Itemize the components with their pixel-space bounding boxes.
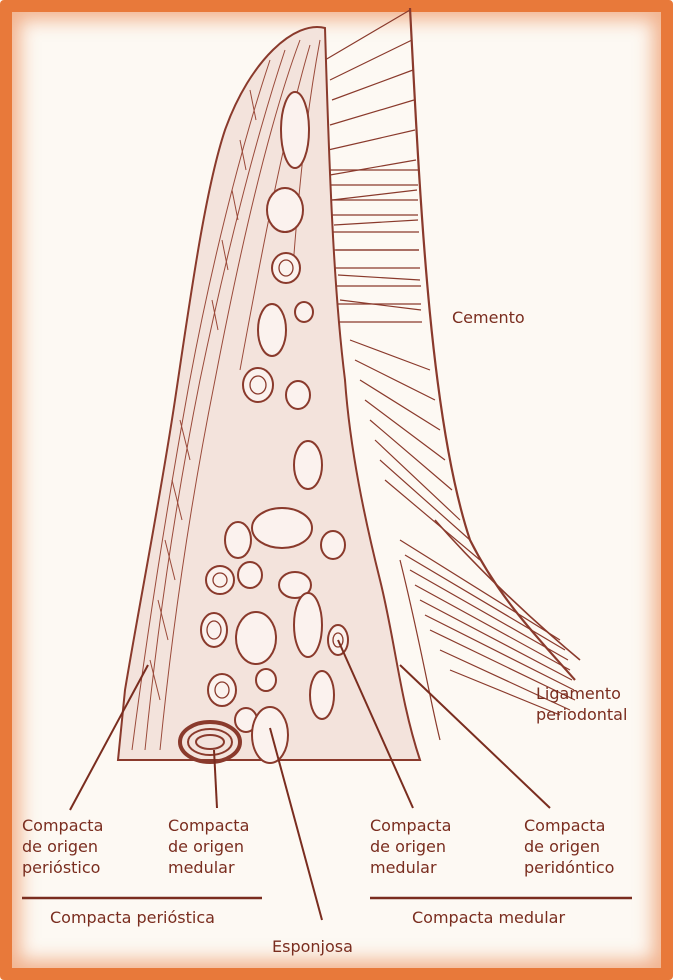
label-cemento: Cemento [452, 307, 525, 328]
leader-peridontic [400, 665, 550, 808]
label-ligamento-periodontal: Ligamento periodontal [536, 683, 627, 725]
label-esponjosa: Esponjosa [272, 936, 353, 957]
label-compacta-peridontico: Compacta de origen peridóntico [524, 815, 614, 878]
label-compacta-medular-right: Compacta de origen medular [370, 815, 451, 878]
label-compacta-medular-left: Compacta de origen medular [168, 815, 249, 878]
label-compacta-periostico: Compacta de origen perióstico [22, 815, 103, 878]
label-compacta-medular: Compacta medular [412, 907, 565, 928]
alveolar-bone [118, 27, 420, 763]
label-compacta-periostica: Compacta perióstica [50, 907, 215, 928]
